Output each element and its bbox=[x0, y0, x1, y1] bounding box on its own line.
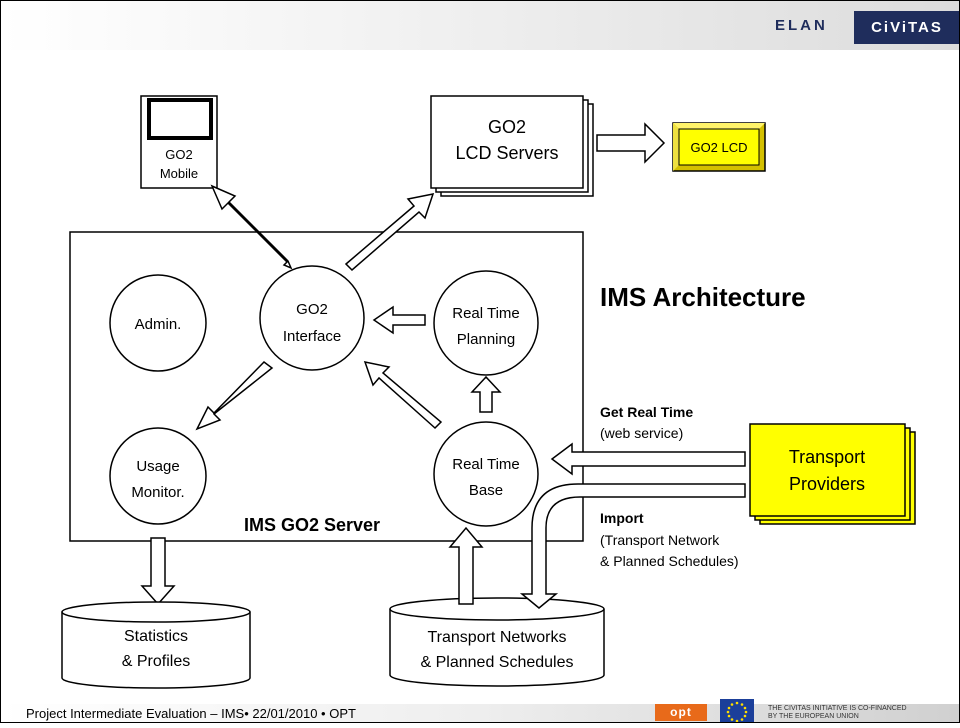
base-label-1: Real Time bbox=[452, 456, 520, 473]
transport-providers: Transport Providers bbox=[749, 423, 916, 525]
elan-logo: ELAN bbox=[775, 17, 828, 34]
admin-node: Admin. bbox=[109, 274, 207, 372]
arrow-import bbox=[519, 483, 746, 609]
arrow-interface-to-mobile bbox=[210, 184, 293, 270]
import-detail-2: & Planned Schedules) bbox=[600, 553, 739, 569]
web-service-label: (web service) bbox=[600, 425, 684, 441]
footer-text: Project Intermediate Evaluation – IMS• 2… bbox=[26, 706, 356, 721]
usage-node: Usage Monitor. bbox=[109, 427, 207, 525]
interface-label-2: Interface bbox=[283, 328, 341, 345]
usage-label-2: Monitor. bbox=[131, 484, 184, 501]
lcd-servers-label-2: LCD Servers bbox=[455, 143, 558, 163]
planning-label-1: Real Time bbox=[452, 305, 520, 322]
admin-label: Admin. bbox=[135, 316, 182, 333]
base-label-2: Base bbox=[469, 482, 503, 499]
arrow-usage-to-statistics bbox=[140, 537, 176, 606]
statistics-label-1: Statistics bbox=[124, 628, 188, 645]
lcd-servers: GO2 LCD Servers bbox=[430, 95, 594, 197]
server-label: IMS GO2 Server bbox=[244, 515, 380, 535]
arrow-interface-to-lcd bbox=[344, 193, 435, 272]
lcd-label: GO2 LCD bbox=[690, 140, 747, 155]
providers-label-2: Providers bbox=[789, 474, 865, 494]
planning-label-2: Planning bbox=[457, 331, 515, 348]
arrow-to-lcd bbox=[596, 122, 666, 164]
statistics-label-2: & Profiles bbox=[122, 653, 190, 670]
networks-label-2: & Planned Schedules bbox=[421, 654, 574, 671]
eu-text-line-1: THE CIVITAS INITIATIVE IS CO-FINANCED bbox=[768, 705, 907, 712]
eu-stars-icon bbox=[726, 701, 748, 723]
import-label: Import bbox=[600, 510, 644, 526]
statistics-db: Statistics & Profiles bbox=[61, 601, 251, 689]
go2-lcd: GO2 LCD bbox=[672, 122, 766, 172]
networks-db: Transport Networks & Planned Schedules bbox=[389, 597, 605, 687]
planning-node: Real Time Planning bbox=[433, 270, 539, 376]
arrow-networks-to-base bbox=[448, 526, 484, 605]
header-bar bbox=[0, 0, 960, 50]
arrow-planning-to-interface bbox=[372, 305, 426, 335]
go2-mobile: GO2 Mobile bbox=[140, 95, 218, 189]
mobile-label-1: GO2 bbox=[165, 147, 192, 162]
providers-label-1: Transport bbox=[789, 447, 865, 467]
civitas-logo: CiViTAS bbox=[854, 11, 960, 44]
import-detail-1: (Transport Network bbox=[600, 532, 720, 548]
lcd-servers-label-1: GO2 bbox=[488, 117, 526, 137]
networks-label-1: Transport Networks bbox=[428, 629, 567, 646]
usage-label-1: Usage bbox=[136, 458, 179, 475]
arrow-interface-to-usage bbox=[195, 361, 274, 431]
get-real-time-label: Get Real Time bbox=[600, 404, 694, 420]
interface-label-1: GO2 bbox=[296, 301, 328, 318]
mobile-label-2: Mobile bbox=[160, 166, 198, 181]
eu-cofinance-text: THE CIVITAS INITIATIVE IS CO-FINANCED BY… bbox=[768, 705, 907, 721]
eu-text-line-2: BY THE EUROPEAN UNION bbox=[768, 713, 859, 720]
interface-node: GO2 Interface bbox=[259, 265, 365, 371]
eu-flag-icon bbox=[720, 699, 754, 723]
opt-logo: opt bbox=[655, 704, 707, 721]
base-node: Real Time Base bbox=[433, 421, 539, 527]
arrow-providers-to-base bbox=[550, 442, 746, 476]
arrow-base-to-interface bbox=[363, 360, 443, 430]
arrow-base-to-planning bbox=[470, 375, 502, 413]
page-title: IMS Architecture bbox=[600, 282, 806, 312]
